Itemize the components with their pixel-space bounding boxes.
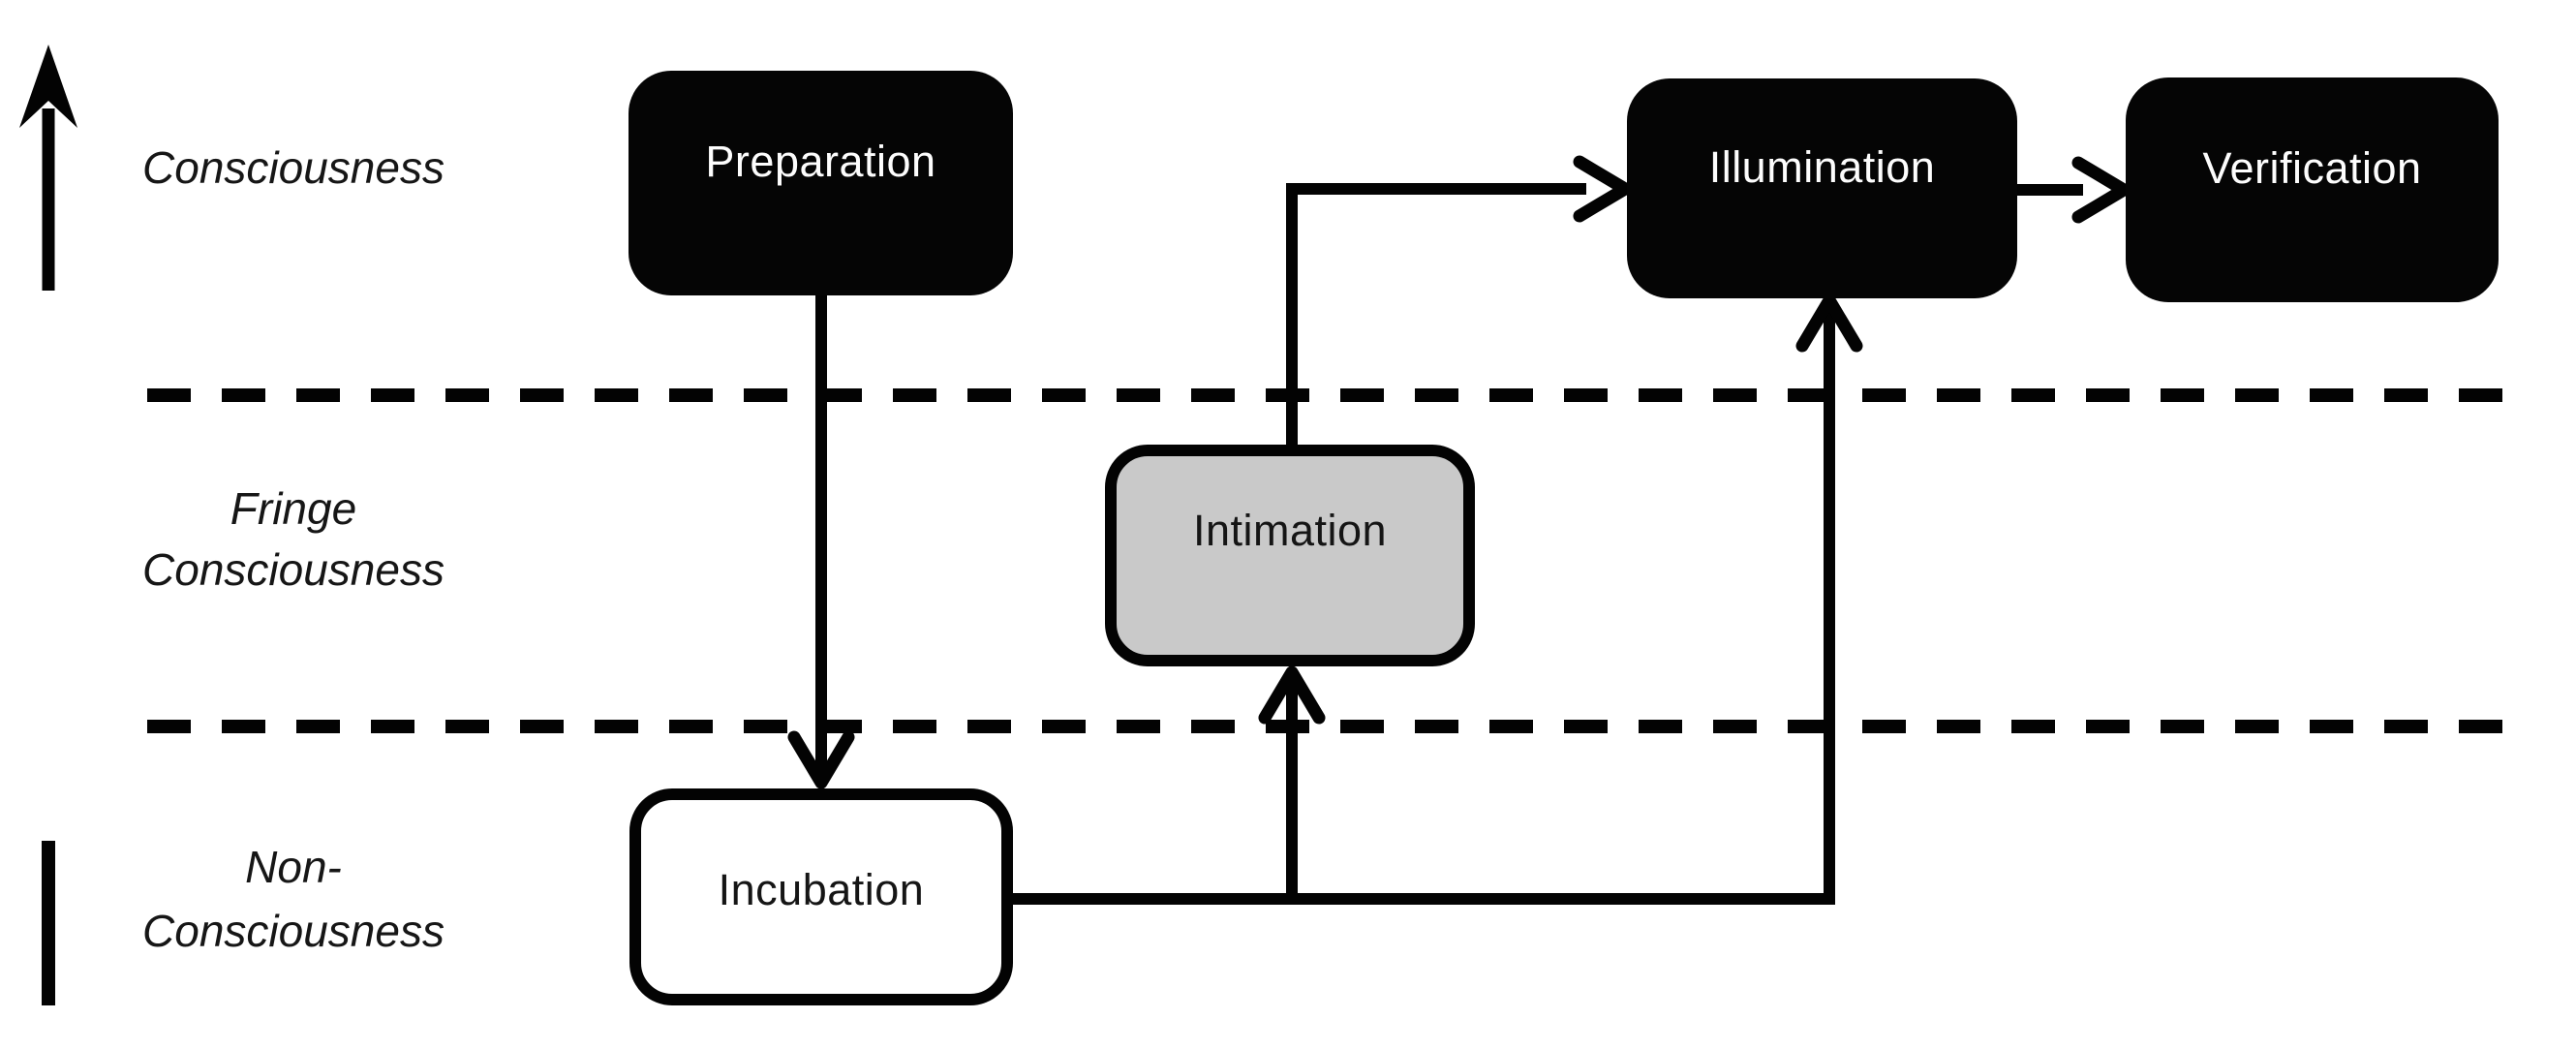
band-label-fringe-consciousness: Fringe Consciousness [100, 479, 487, 601]
node-label: Illumination [1708, 141, 1936, 192]
arrowhead-down-icon [787, 730, 855, 789]
node-label: Intimation [1192, 505, 1388, 555]
node-intimation: Intimation [1105, 445, 1475, 666]
node-label: Verification [2202, 143, 2422, 193]
dashed-divider-consciousness-fringe [147, 388, 2518, 402]
band-label-line: Consciousness [142, 142, 445, 193]
arrowhead-right-icon [2071, 156, 2131, 224]
edge-intimation-illumination [1286, 155, 1632, 445]
node-verification: Verification [2126, 77, 2499, 302]
edge-preparation-incubation [787, 295, 855, 789]
arrowhead-up-icon [1795, 293, 1863, 353]
band-label-line: Consciousness [142, 544, 445, 595]
node-illumination: Illumination [1627, 78, 2017, 298]
edge-incubation-trunk [1013, 293, 1863, 905]
consciousness-axis-up-arrow-icon [19, 45, 77, 291]
band-label-consciousness: Consciousness [100, 140, 487, 195]
dashed-divider-fringe-nonconsciousness [147, 720, 2518, 733]
band-label-line: Non- [245, 842, 342, 892]
edge-incubation-intimation [1258, 665, 1326, 899]
node-incubation: Incubation [629, 788, 1013, 1005]
arrowhead-up-icon [1258, 665, 1326, 725]
node-label: Preparation [705, 137, 936, 186]
band-label-non-consciousness: Non- Consciousness [100, 835, 487, 963]
arrowhead-right-icon [1573, 155, 1632, 223]
node-label: Incubation [718, 865, 925, 914]
band-label-line: Consciousness [142, 906, 445, 956]
band-label-line: Fringe [230, 483, 357, 534]
node-preparation: Preparation [629, 71, 1013, 295]
edge-illumination-verification [2017, 156, 2131, 224]
